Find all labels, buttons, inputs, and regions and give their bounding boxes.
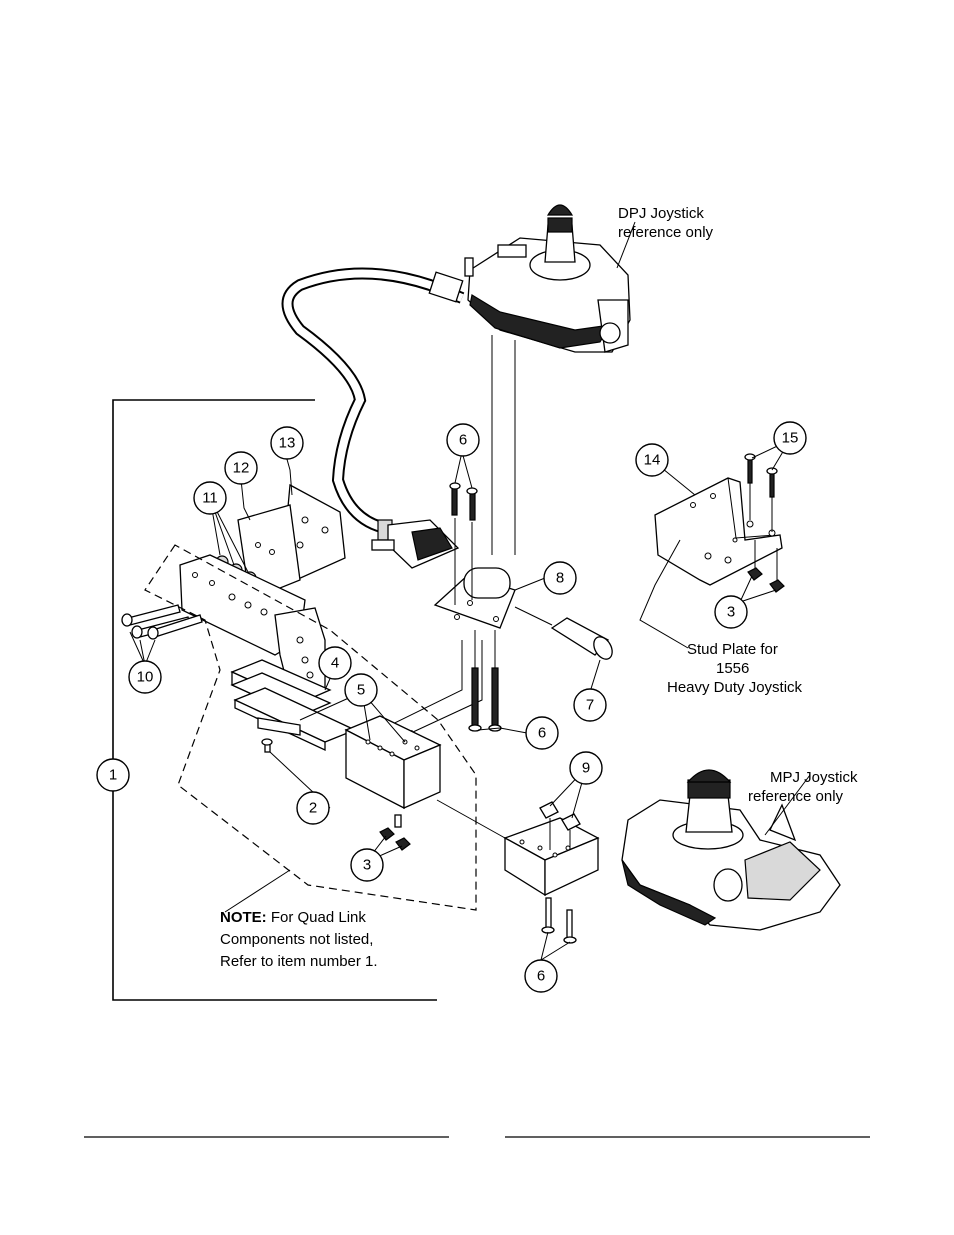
mpj-joystick bbox=[621, 769, 841, 931]
svg-text:3: 3 bbox=[727, 604, 735, 621]
note-line1: NOTE: For Quad Link bbox=[220, 909, 366, 926]
callout-6-top: 6 bbox=[446, 423, 480, 457]
svg-text:3: 3 bbox=[363, 857, 371, 874]
svg-text:4: 4 bbox=[331, 655, 339, 672]
svg-text:5: 5 bbox=[357, 682, 365, 699]
stud-plate-screws bbox=[744, 453, 778, 532]
callout-4: 4 bbox=[318, 646, 352, 680]
bolts-10 bbox=[121, 604, 203, 640]
stud-plate bbox=[654, 477, 783, 586]
nuts-3-lower bbox=[379, 814, 411, 851]
callout-13: 13 bbox=[270, 426, 304, 460]
mpj-label-line2: reference only bbox=[748, 788, 844, 805]
dpj-joystick bbox=[464, 204, 631, 353]
svg-text:11: 11 bbox=[202, 490, 218, 507]
leader-lines bbox=[129, 221, 811, 961]
svg-text:8: 8 bbox=[556, 570, 564, 587]
note-line3: Refer to item number 1. bbox=[220, 953, 378, 970]
clips-9 bbox=[539, 801, 581, 850]
callout-15: 15 bbox=[773, 421, 807, 455]
stud-plate-label-line3: Heavy Duty Joystick bbox=[667, 679, 803, 696]
svg-text:12: 12 bbox=[233, 460, 250, 477]
callout-10: 10 bbox=[128, 660, 162, 694]
pin bbox=[514, 606, 613, 660]
stud-plate-label-line1: Stud Plate for bbox=[687, 641, 778, 658]
mount-block bbox=[344, 715, 442, 810]
stud-plate-label-line2: 1556 bbox=[716, 660, 749, 677]
callout-6-bottom: 6 bbox=[524, 959, 558, 993]
callout-5: 5 bbox=[344, 673, 378, 707]
dpj-label-line2: reference only bbox=[618, 224, 714, 241]
callout-11: 11 bbox=[193, 481, 227, 515]
svg-text:2: 2 bbox=[309, 800, 317, 817]
item-1-bracket bbox=[112, 399, 437, 1001]
note-line2: Components not listed, bbox=[220, 931, 373, 948]
screw-2 bbox=[261, 738, 273, 753]
svg-text:15: 15 bbox=[782, 430, 799, 447]
svg-text:13: 13 bbox=[279, 435, 296, 452]
clamp-block-stack bbox=[230, 659, 357, 752]
db-connector bbox=[371, 519, 460, 569]
mpj-mount-block bbox=[503, 817, 600, 897]
callout-12: 12 bbox=[224, 451, 258, 485]
callout-6-mid: 6 bbox=[525, 716, 559, 750]
svg-text:10: 10 bbox=[137, 669, 154, 686]
svg-text:6: 6 bbox=[537, 968, 545, 985]
joystick-cable bbox=[281, 267, 465, 541]
dpj-label-line1: DPJ Joystick bbox=[618, 205, 704, 222]
svg-text:6: 6 bbox=[459, 432, 467, 449]
callout-14: 14 bbox=[635, 443, 669, 477]
callout-3-stud: 3 bbox=[714, 595, 748, 629]
callout-3-lower: 3 bbox=[350, 848, 384, 882]
stud-plate-nuts bbox=[747, 540, 785, 593]
screws-lower bbox=[468, 630, 502, 732]
callout-8: 8 bbox=[543, 561, 577, 595]
clamp-plate bbox=[433, 567, 516, 629]
callout-1: 1 bbox=[96, 758, 130, 792]
screws-mpj bbox=[541, 897, 577, 944]
callout-7: 7 bbox=[573, 688, 607, 722]
svg-text:6: 6 bbox=[538, 725, 546, 742]
quad-link-boundary bbox=[144, 544, 477, 911]
screws-upper bbox=[449, 482, 478, 605]
svg-text:1: 1 bbox=[109, 767, 117, 784]
svg-text:9: 9 bbox=[582, 760, 590, 777]
callout-9: 9 bbox=[569, 751, 603, 785]
mpj-label-line1: MPJ Joystick bbox=[770, 769, 858, 786]
svg-text:7: 7 bbox=[586, 697, 594, 714]
svg-text:14: 14 bbox=[644, 452, 661, 469]
callout-2: 2 bbox=[296, 791, 330, 825]
